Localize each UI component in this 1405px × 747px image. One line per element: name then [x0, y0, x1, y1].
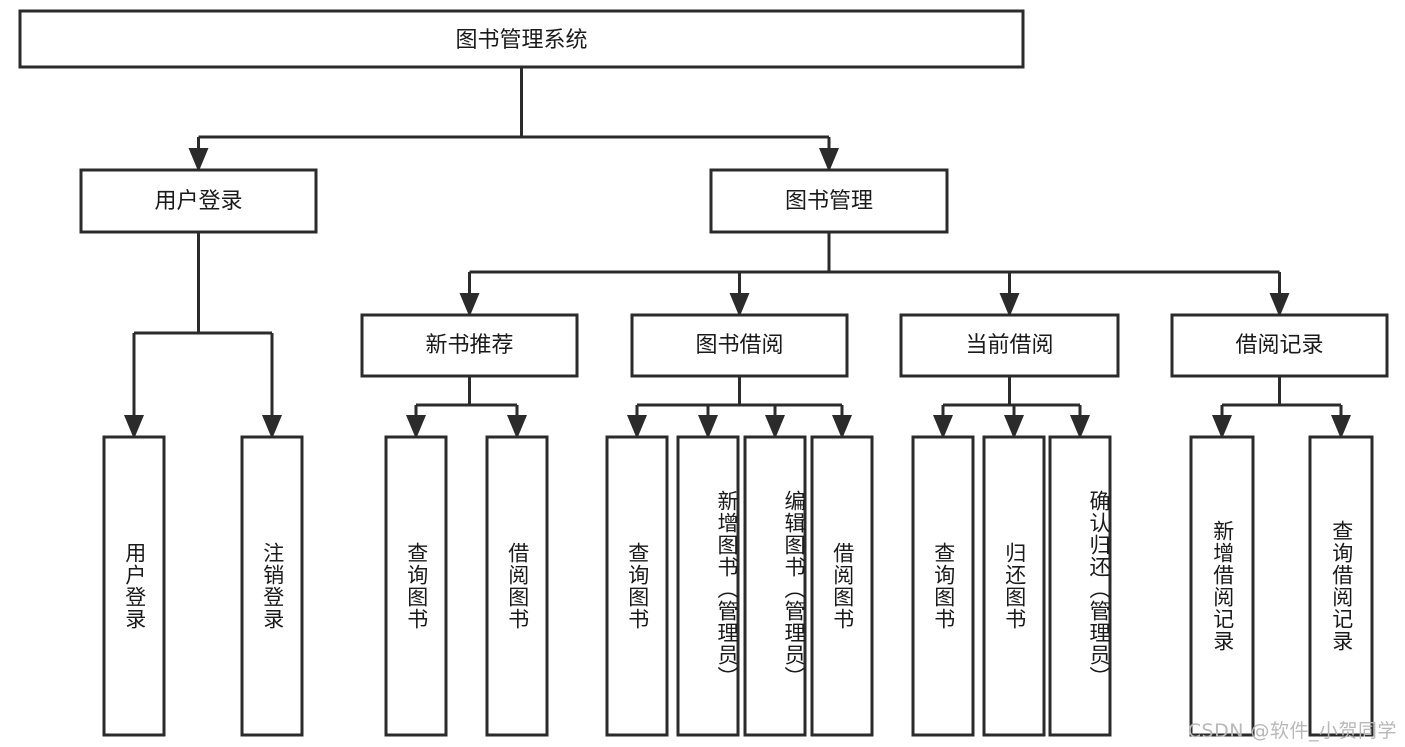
node-borrow-record[interactable]: 借阅记录 — [1170, 313, 1389, 378]
node-new-book-recommend-label: 新书推荐 — [425, 333, 513, 358]
node-leaf-edit-book-admin-box[interactable] — [743, 435, 807, 737]
node-book-manage-label: 图书管理 — [785, 189, 873, 214]
arrowhead-leaf-query-book-borrow — [627, 415, 647, 439]
arrowhead-leaf-confirm-return-admin — [1070, 415, 1090, 439]
node-leaf-add-borrow-record-box[interactable] — [1189, 435, 1255, 737]
node-user-login-box[interactable] — [79, 168, 318, 234]
node-leaf-borrow-book-borrow-box[interactable] — [810, 435, 874, 737]
arrowhead-book-borrow — [729, 293, 750, 317]
node-borrow-record-box[interactable] — [1170, 313, 1389, 378]
arrowhead-leaf-add-book-admin — [698, 415, 718, 439]
arrowhead-leaf-borrow-book-borrow — [832, 415, 852, 439]
node-book-borrow-label: 图书借阅 — [695, 333, 783, 358]
node-user-login-label: 用户登录 — [154, 189, 242, 214]
arrowhead-book-manage — [819, 148, 839, 172]
node-book-manage-box[interactable] — [709, 168, 949, 234]
node-new-book-recommend-box[interactable] — [360, 313, 579, 378]
node-current-borrow[interactable]: 当前借阅 — [899, 313, 1120, 378]
node-leaf-query-book-rec-box[interactable] — [384, 435, 448, 737]
arrowhead-borrow-record — [1269, 293, 1290, 317]
arrowhead-leaf-query-book-current — [933, 415, 953, 439]
arrowhead-leaf-logout-login — [262, 415, 282, 439]
csdn-watermark: CSDN @软件_小贺同学 — [1187, 720, 1397, 742]
node-user-login[interactable]: 用户登录 — [79, 168, 318, 234]
node-leaf-user-login-box[interactable] — [102, 435, 166, 737]
node-leaf-confirm-return-admin-box[interactable] — [1048, 435, 1112, 737]
node-leaf-query-book-current-box[interactable] — [911, 435, 975, 737]
leaf-box-layer — [102, 435, 1374, 737]
arrowhead-current-borrow — [999, 293, 1020, 317]
node-root-label: 图书管理系统 — [455, 28, 587, 53]
node-borrow-record-label: 借阅记录 — [1235, 333, 1323, 358]
arrowhead-leaf-borrow-book-rec — [507, 415, 527, 439]
arrowhead-leaf-add-borrow-record — [1212, 415, 1232, 439]
arrowhead-leaf-edit-book-admin — [765, 415, 785, 439]
arrowhead-new-book-recommend — [459, 293, 480, 317]
node-current-borrow-box[interactable] — [899, 313, 1120, 378]
connector-layer — [124, 67, 1351, 439]
node-leaf-borrow-book-rec-box[interactable] — [485, 435, 549, 737]
node-leaf-add-book-admin-box[interactable] — [676, 435, 740, 737]
node-new-book-recommend[interactable]: 新书推荐 — [360, 313, 579, 378]
node-leaf-query-borrow-record-box[interactable] — [1308, 435, 1374, 737]
arrowhead-user-login — [188, 148, 209, 172]
node-current-borrow-label: 当前借阅 — [965, 333, 1053, 358]
node-book-borrow-box[interactable] — [630, 313, 849, 378]
node-leaf-logout-login-box[interactable] — [240, 435, 304, 737]
node-leaf-return-book-box[interactable] — [982, 435, 1046, 737]
node-root-box[interactable] — [18, 9, 1025, 69]
arrowhead-leaf-query-borrow-record — [1331, 415, 1351, 439]
node-book-manage[interactable]: 图书管理 — [709, 168, 949, 234]
node-root[interactable]: 图书管理系统 — [18, 9, 1025, 69]
arrowhead-leaf-user-login — [124, 415, 144, 439]
arrowhead-leaf-query-book-rec — [406, 415, 426, 439]
node-leaf-query-book-borrow-box[interactable] — [605, 435, 669, 737]
arrowhead-leaf-return-book — [1004, 415, 1024, 439]
node-book-borrow[interactable]: 图书借阅 — [630, 313, 849, 378]
